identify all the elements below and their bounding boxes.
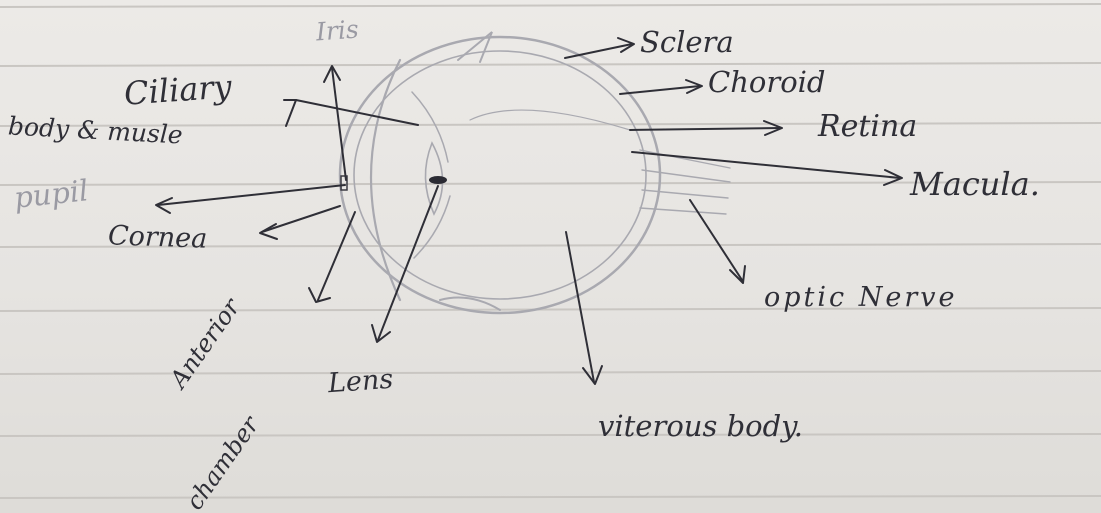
choroid-pointer — [620, 80, 702, 94]
choroid-layer — [354, 51, 646, 299]
pupil-pointer — [156, 185, 345, 213]
anterior-chamber-pointer — [309, 212, 355, 302]
lens-mark — [429, 176, 447, 184]
label-retina: Retina — [818, 112, 917, 142]
inner-chamber-line — [470, 110, 630, 130]
label-optic-nerve: optic Nerve — [764, 284, 957, 311]
sclera-flap — [458, 32, 492, 62]
optic-nerve-pointer — [690, 200, 745, 283]
lens-pointer — [372, 186, 438, 342]
label-lens: Lens — [327, 366, 394, 397]
label-iris: Iris — [315, 17, 359, 45]
iris-pointer — [324, 66, 346, 180]
label-pupil: pupil — [13, 176, 90, 213]
label-macula: Macula. — [910, 168, 1040, 200]
label-cornea: Cornea — [108, 222, 208, 252]
viterous-body-pointer — [566, 232, 602, 384]
cornea-pointer — [260, 206, 340, 239]
sclera-pointer — [565, 38, 634, 58]
label-ciliary: Ciliary — [123, 70, 233, 109]
label-choroid: Choroid — [708, 68, 826, 97]
ciliary-body-sketch — [412, 92, 450, 258]
label-viterous-body: viterous body. — [598, 412, 803, 441]
cornea-curve — [371, 60, 400, 300]
label-sclera: Sclera — [640, 28, 734, 57]
